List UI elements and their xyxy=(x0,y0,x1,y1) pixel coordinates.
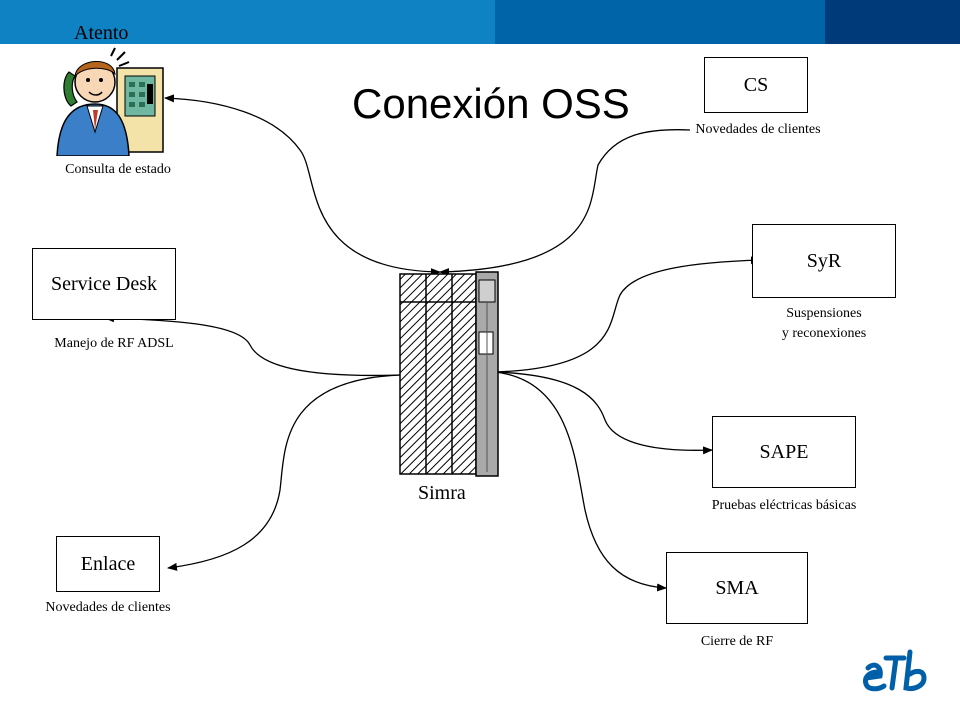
cs-caption: Novedades de clientes xyxy=(695,122,821,137)
syr-caption-line1: Suspensiones xyxy=(786,306,862,321)
connector-sma xyxy=(485,367,667,592)
node-sma: SMA xyxy=(666,552,808,624)
node-service-desk: Service Desk xyxy=(32,248,176,320)
banner-segment-light xyxy=(0,0,495,44)
node-enlace: Enlace xyxy=(56,536,160,592)
telephone-operator-icon xyxy=(56,47,164,156)
node-syr: SyR xyxy=(752,224,896,298)
connector-atento xyxy=(164,94,450,277)
sma-caption: Cierre de RF xyxy=(700,634,774,649)
etb-logo-icon xyxy=(863,649,927,692)
page-title: Conexión OSS xyxy=(352,80,630,127)
sape-caption: Pruebas eléctricas básicas xyxy=(711,498,857,513)
node-sape: SAPE xyxy=(712,416,856,488)
server-rack-icon xyxy=(399,271,499,477)
connector-cs xyxy=(430,129,691,277)
enlace-caption: Novedades de clientes xyxy=(45,600,171,615)
banner-segment-mid xyxy=(495,0,825,44)
connector-enlace xyxy=(167,370,410,571)
connector-sape xyxy=(485,367,713,455)
service-desk-caption: Manejo de RF ADSL xyxy=(54,336,174,351)
banner-segment-dark xyxy=(825,0,960,44)
hub-label: Simra xyxy=(418,482,466,504)
syr-caption: Suspensiones y reconexiones xyxy=(744,304,904,344)
operator-label: Atento xyxy=(74,22,129,44)
syr-caption-line2: y reconexiones xyxy=(781,326,867,341)
operator-caption: Consulta de estado xyxy=(65,162,171,177)
node-cs: CS xyxy=(704,57,808,113)
connector-syr xyxy=(485,256,761,377)
top-banner xyxy=(0,0,960,44)
